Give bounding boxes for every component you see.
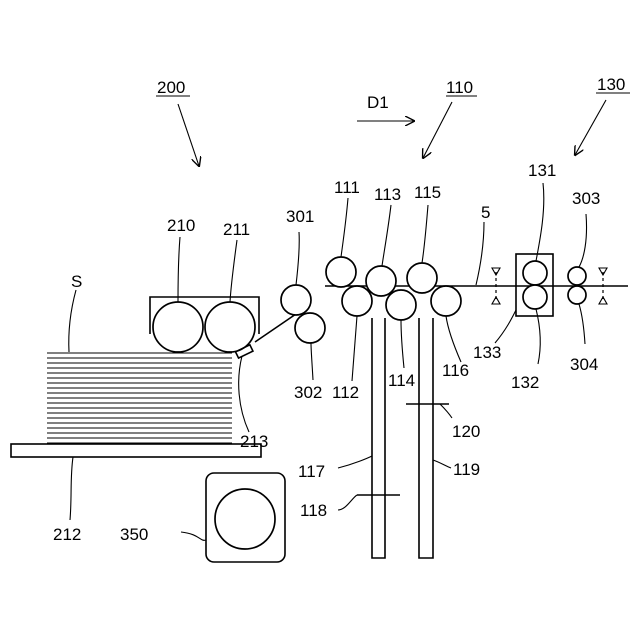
roller-132	[523, 285, 547, 309]
pickup-roller-210	[153, 302, 203, 352]
label-213: 213	[240, 432, 268, 451]
channel-117	[372, 318, 385, 558]
label-111: 111	[334, 178, 360, 197]
channel-119	[419, 318, 433, 558]
label-117: 117	[298, 462, 325, 481]
label-132: 132	[511, 373, 539, 392]
label-s: S	[71, 272, 82, 291]
label-302: 302	[294, 383, 322, 402]
roller-303	[568, 267, 586, 285]
label-d1: D1	[367, 93, 389, 112]
label-133: 133	[473, 343, 501, 362]
label-200: 200	[157, 78, 185, 97]
label-120: 120	[452, 422, 480, 441]
arrow-200	[178, 104, 199, 166]
paper-stack	[47, 353, 232, 443]
roller-111	[326, 257, 356, 287]
unit-130	[492, 254, 607, 316]
roller-115	[407, 263, 437, 293]
arrow-110	[423, 102, 452, 158]
label-212: 212	[53, 525, 81, 544]
label-130: 130	[597, 75, 625, 94]
label-131: 131	[528, 161, 556, 180]
label-350: 350	[120, 525, 148, 544]
label-116: 116	[442, 361, 469, 380]
label-211: 211	[223, 220, 250, 239]
labels: 200 110 130 D1 S 210 211 212 213 301 302…	[53, 75, 625, 544]
label-301: 301	[286, 207, 314, 226]
leader-lines	[69, 183, 587, 540]
roller-112	[342, 286, 372, 316]
label-110: 110	[446, 78, 473, 97]
roller-131	[523, 261, 547, 285]
label-118: 118	[300, 501, 327, 520]
roller-114	[386, 290, 416, 320]
roller-116	[431, 286, 461, 316]
label-304: 304	[570, 355, 598, 374]
label-113: 113	[374, 185, 401, 204]
paper-tray	[11, 444, 261, 457]
pickup-roller-211	[205, 302, 255, 352]
roller-113	[366, 266, 396, 296]
roller-304	[568, 286, 586, 304]
label-112: 112	[332, 383, 359, 402]
roller-302	[295, 313, 325, 343]
roller-301	[281, 285, 311, 315]
label-119: 119	[453, 460, 480, 479]
label-5: 5	[481, 203, 490, 222]
label-303: 303	[572, 189, 600, 208]
label-114: 114	[388, 371, 415, 390]
arrow-130	[575, 100, 606, 155]
label-115: 115	[414, 183, 441, 202]
label-210: 210	[167, 216, 195, 235]
device-350	[206, 473, 285, 562]
